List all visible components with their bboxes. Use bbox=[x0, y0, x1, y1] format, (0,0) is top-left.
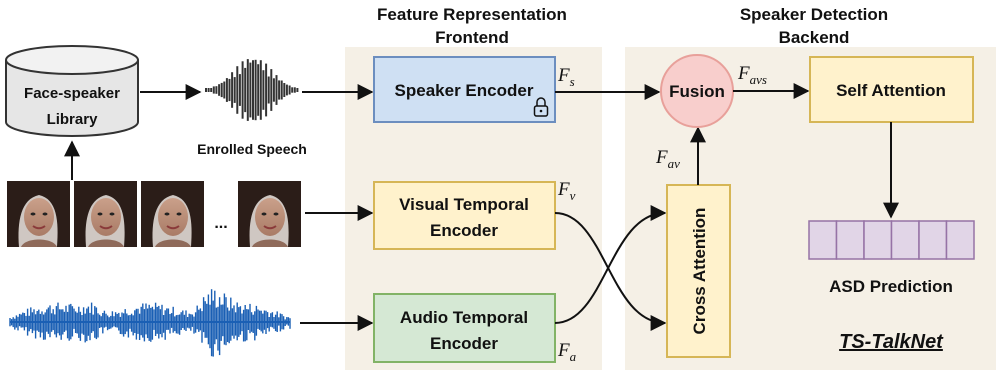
face-frame-image bbox=[237, 180, 302, 248]
arrow-audio-to-cross-attention-top bbox=[554, 205, 667, 324]
fusion-label: Fusion bbox=[669, 82, 725, 101]
face-frames-ellipsis: ... bbox=[214, 215, 227, 232]
library-label-line1: Face-speaker bbox=[24, 85, 120, 102]
frontend-title-line2: Frontend bbox=[435, 28, 509, 47]
frontend-title-line1: Feature Representation bbox=[377, 5, 567, 24]
prediction-cell bbox=[890, 220, 920, 260]
enrolled-waveform-icon bbox=[205, 59, 299, 121]
backend-title-line2: Backend bbox=[779, 28, 850, 47]
backend-title-line1: Speaker Detection bbox=[740, 5, 888, 24]
fv-label: Fv bbox=[557, 179, 576, 203]
cross-attention-label: Cross Attention bbox=[690, 208, 709, 335]
library-label-line2: Library bbox=[47, 111, 99, 128]
audio-waveform-icon bbox=[9, 289, 291, 357]
visual-temporal-encoder-block bbox=[373, 181, 556, 250]
cross-attention-block bbox=[666, 184, 731, 358]
lock-icon bbox=[533, 97, 549, 117]
self-attention-label: Self Attention bbox=[836, 81, 946, 100]
visual-encoder-label-line2: Encoder bbox=[430, 221, 498, 240]
face-frame-image bbox=[140, 180, 205, 248]
visual-encoder-label-line1: Visual Temporal bbox=[399, 195, 529, 214]
favs-label: Favs bbox=[737, 63, 767, 87]
database-icon bbox=[5, 45, 139, 137]
prediction-cell bbox=[918, 220, 948, 260]
fav-label: Fav bbox=[655, 147, 680, 171]
audio-temporal-encoder-block bbox=[373, 293, 556, 363]
fa-label: Fa bbox=[557, 340, 577, 364]
prediction-cell bbox=[863, 220, 893, 260]
face-frame-image bbox=[6, 180, 71, 248]
audio-encoder-label-line2: Encoder bbox=[430, 334, 498, 353]
model-name: TS-TalkNet bbox=[839, 331, 944, 353]
asd-prediction-sequence bbox=[808, 220, 975, 260]
speaker-encoder-label: Speaker Encoder bbox=[395, 81, 534, 100]
prediction-cell bbox=[945, 220, 975, 260]
enrolled-speech-label: Enrolled Speech bbox=[197, 141, 307, 157]
speaker-encoder-block bbox=[373, 56, 556, 123]
self-attention-block bbox=[809, 56, 974, 123]
fs-label: Fs bbox=[557, 65, 575, 89]
asd-prediction-label: ASD Prediction bbox=[829, 277, 953, 296]
face-frame-image bbox=[73, 180, 138, 248]
prediction-cell bbox=[835, 220, 865, 260]
audio-encoder-label-line1: Audio Temporal bbox=[400, 308, 528, 327]
prediction-cell bbox=[808, 220, 838, 260]
